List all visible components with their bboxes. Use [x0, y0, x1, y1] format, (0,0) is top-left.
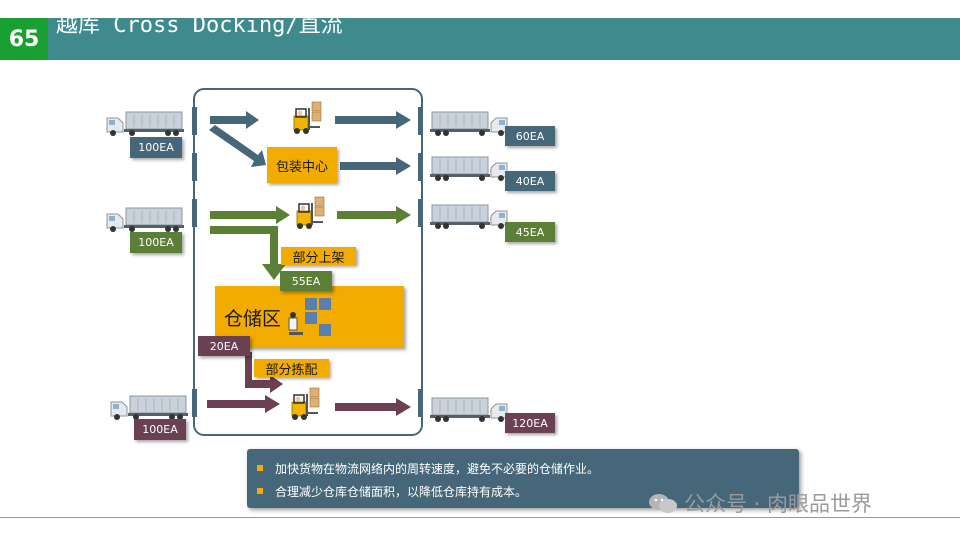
- outbound-qty-badge: 45EA: [505, 222, 555, 242]
- truck-icon: [430, 112, 507, 136]
- storage-area-label: 仓储区: [224, 308, 282, 330]
- truck-icon: [430, 157, 507, 181]
- dock-door: [192, 153, 197, 181]
- truck-icon: [110, 395, 189, 421]
- picking-qty-badge: 20EA: [198, 336, 250, 356]
- dock-door: [418, 153, 423, 181]
- putaway-qty-badge: 55EA: [280, 271, 332, 291]
- flow-arrow: [210, 111, 259, 129]
- flow-arrow: [209, 125, 266, 167]
- partial-picking-label: 部分拣配: [254, 359, 329, 378]
- page-number: 65: [0, 18, 48, 60]
- inbound-qty-badge: 100EA: [130, 232, 182, 253]
- inbound-qty-badge: 100EA: [130, 137, 182, 158]
- partial-putaway-label: 部分上架: [281, 247, 356, 266]
- benefit-line: 加快货物在物流网络内的周转速度，避免不必要的仓储作业。: [275, 462, 600, 476]
- benefit-line: 合理减少仓库仓储面积，以降低仓库持有成本。: [275, 485, 528, 499]
- watermark-text: 公众号 · 肉眼品世界: [684, 492, 873, 516]
- flow-arrow: [210, 206, 290, 224]
- watermark: 公众号 · 肉眼品世界: [648, 488, 872, 518]
- flow-arrow: [337, 206, 411, 224]
- dock-door: [192, 389, 197, 417]
- inbound-qty-badge: 100EA: [134, 419, 186, 440]
- benefits-note-box: 加快货物在物流网络内的周转速度，避免不必要的仓储作业。 合理减少仓库仓储面积，以…: [247, 449, 799, 508]
- outbound-qty-badge: 40EA: [505, 171, 555, 191]
- flow-arrow: [207, 395, 280, 413]
- dock-door: [192, 107, 197, 135]
- footer-divider: [0, 517, 960, 518]
- dock-door: [192, 199, 197, 227]
- dock-door: [418, 107, 423, 135]
- page-title: 越库 Cross Docking/直流: [56, 13, 343, 38]
- packing-center: 包装中心: [267, 147, 337, 183]
- bullet-icon: [257, 465, 263, 471]
- bullet-icon: [257, 488, 263, 494]
- dock-door: [418, 389, 423, 417]
- flow-arrow: [210, 226, 286, 280]
- header-bar: [48, 18, 960, 60]
- truck-icon: [430, 398, 507, 422]
- truck-icon: [106, 111, 185, 137]
- wechat-icon: [649, 494, 677, 513]
- flow-arrow: [245, 352, 283, 393]
- outbound-qty-badge: 120EA: [505, 413, 555, 433]
- dock-door: [418, 199, 423, 227]
- outbound-qty-badge: 60EA: [505, 126, 555, 146]
- pallet-stack-icon: [288, 298, 331, 336]
- flow-arrow: [335, 111, 411, 129]
- flow-arrow: [340, 157, 411, 175]
- truck-icon: [106, 207, 185, 233]
- truck-icon: [430, 205, 507, 229]
- flow-arrow: [335, 398, 411, 416]
